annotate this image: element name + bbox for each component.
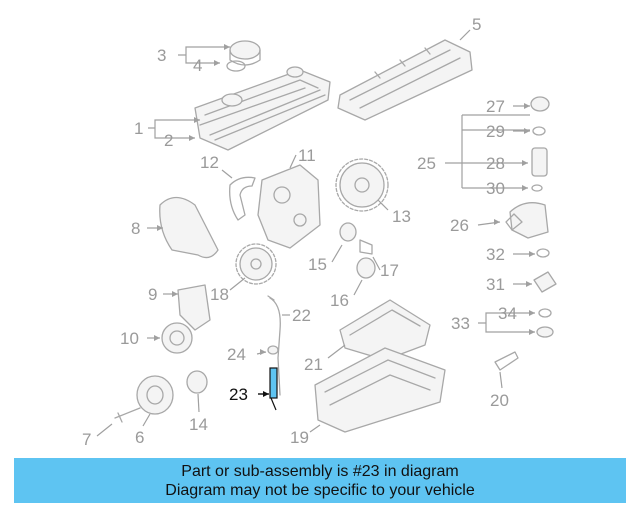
callout-20: 20 <box>490 391 509 410</box>
drain-bracket-part <box>494 351 519 371</box>
oil-cap-part <box>226 40 261 72</box>
callout-2: 2 <box>164 131 173 150</box>
parts-exploded-diagram: 1 2 3 4 5 6 7 8 9 10 11 12 13 14 15 16 1… <box>82 15 557 449</box>
callout-32: 32 <box>486 245 505 264</box>
callout-23: 23 <box>229 385 248 404</box>
callout-33: 33 <box>451 314 470 333</box>
bracket-part <box>177 284 211 331</box>
valve-cover-part <box>194 66 331 151</box>
callout-19: 19 <box>290 428 309 447</box>
filter-parts <box>505 96 557 338</box>
belt-guard-part <box>229 176 256 221</box>
oil-pan-part <box>314 299 446 433</box>
belt-cover-part <box>159 196 219 259</box>
crank-sprocket-part <box>235 243 277 285</box>
callout-4: 4 <box>193 56 202 75</box>
callout-26: 26 <box>450 216 469 235</box>
seal-housing-part <box>161 322 193 354</box>
banner-line-2: Diagram may not be specific to your vehi… <box>165 481 475 499</box>
timing-cover-part <box>257 164 321 249</box>
callout-28: 28 <box>486 154 505 173</box>
callout-5: 5 <box>472 15 481 34</box>
callout-29: 29 <box>486 122 505 141</box>
callout-8: 8 <box>131 219 140 238</box>
callout-1: 1 <box>134 119 143 138</box>
callout-6: 6 <box>135 428 144 447</box>
info-banner: Part or sub-assembly is #23 in diagram D… <box>14 458 626 503</box>
callout-12: 12 <box>200 153 219 172</box>
bolt-part <box>114 407 141 423</box>
leader-arrows <box>154 44 535 397</box>
idler-parts <box>339 222 376 279</box>
callout-7: 7 <box>82 430 91 449</box>
dipstick-tube-part <box>267 295 281 396</box>
callout-3: 3 <box>157 46 166 65</box>
callout-21: 21 <box>304 355 323 374</box>
callout-9: 9 <box>148 285 157 304</box>
callout-34: 34 <box>498 304 517 323</box>
callout-16: 16 <box>330 291 349 310</box>
callout-18: 18 <box>210 285 229 304</box>
callout-31: 31 <box>486 275 505 294</box>
callout-25: 25 <box>417 154 436 173</box>
callout-30: 30 <box>486 179 505 198</box>
engine-cover-part <box>337 39 473 121</box>
callout-24: 24 <box>227 345 246 364</box>
callout-10: 10 <box>120 329 139 348</box>
callout-13: 13 <box>392 207 411 226</box>
banner-line-1: Part or sub-assembly is #23 in diagram <box>181 462 459 480</box>
callout-17: 17 <box>380 261 399 280</box>
highlighted-part-23 <box>269 367 278 411</box>
callout-labels: 1 2 3 4 5 6 7 8 9 10 11 12 13 14 15 16 1… <box>82 15 517 449</box>
callout-14: 14 <box>189 415 208 434</box>
dipstick-seal-part <box>267 345 279 355</box>
callout-22: 22 <box>292 306 311 325</box>
callout-15: 15 <box>308 255 327 274</box>
callout-11: 11 <box>298 146 316 165</box>
callout-27: 27 <box>486 97 505 116</box>
pulley-part <box>136 370 208 415</box>
cam-sprocket-part <box>335 158 389 212</box>
